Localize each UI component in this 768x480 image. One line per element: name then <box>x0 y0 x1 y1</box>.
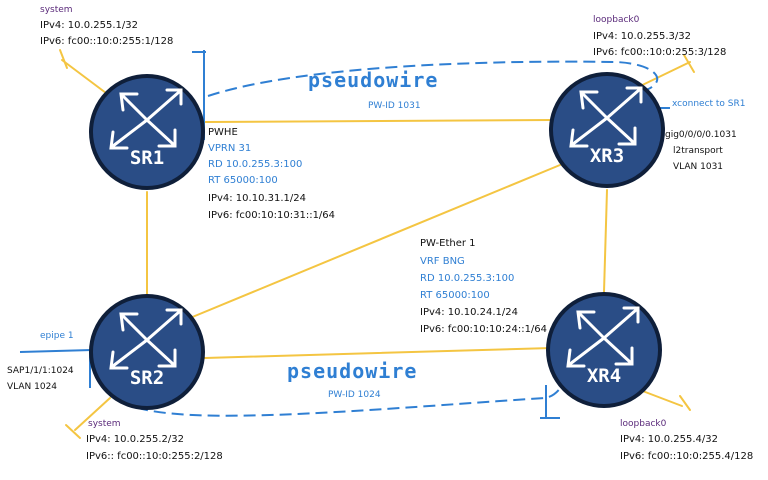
router-sr1-label: SR1 <box>130 147 164 169</box>
sr1-ipv4: IPv4: 10.0.255.1/32 <box>40 20 138 31</box>
xr3-vlan: VLAN 1031 <box>673 162 724 172</box>
link-sr2-xr3 <box>189 164 561 319</box>
xr3-name: loopback0 <box>593 15 640 25</box>
pwhe-rt: RT 65000:100 <box>208 175 278 186</box>
pwether-rd: RD 10.0.255.3:100 <box>420 273 515 284</box>
router-arrows-icon <box>109 308 183 370</box>
router-arrows-icon <box>566 306 640 368</box>
router-sr2-body <box>89 294 205 410</box>
pwether-title: PW-Ether 1 <box>420 238 476 249</box>
xr3-iface: gig0/0/0/0.1031 <box>665 130 737 140</box>
sr2-name: system <box>88 419 121 429</box>
link-sr2-xr4 <box>204 347 553 359</box>
router-arrows-icon <box>569 86 643 148</box>
router-sr2-label: SR2 <box>130 367 164 389</box>
router-xr3-label: XR3 <box>590 145 624 167</box>
stub-sr2 <box>74 397 111 431</box>
pseudowire-bottom-id: PW-ID 1024 <box>328 390 381 400</box>
link-sr1-xr3 <box>204 119 553 123</box>
pwhe-title: PWHE <box>208 127 238 138</box>
pwhe-ipv6: IPv6: fc00:10:10:31::1/64 <box>208 210 336 221</box>
sr2-ipv6: IPv6:: fc00::10:0:255:2/128 <box>86 451 223 462</box>
pseudowire-bottom-label: pseudowire <box>287 359 418 383</box>
link-xr3-xr4 <box>603 189 608 293</box>
pseudowire-top-id: PW-ID 1031 <box>368 101 421 111</box>
router-xr3: XR3 <box>549 72 665 188</box>
stub-sr1 <box>61 59 111 97</box>
pwhe-vprn: VPRN 31 <box>208 143 252 154</box>
stub-sr2-tick <box>65 424 81 439</box>
router-sr1-body <box>89 74 205 190</box>
sr2-ac-line <box>19 349 93 353</box>
sr2-epipe: epipe 1 <box>40 331 74 341</box>
pwhe-rd: RD 10.0.255.3:100 <box>208 159 303 170</box>
stub-xr4-tick <box>679 395 691 411</box>
pwhe-ipv4: IPv4: 10.10.31.1/24 <box>208 193 306 204</box>
sr1-name: system <box>40 5 73 15</box>
sr2-vlan: VLAN 1024 <box>7 382 58 392</box>
stub-xr3-tick <box>683 54 695 73</box>
xr3-ipv6: IPv6: fc00::10:0:255:3/128 <box>593 47 727 58</box>
xr4-name: loopback0 <box>620 419 667 429</box>
xr4-ipv4: IPv4: 10.0.255.4/32 <box>620 434 718 445</box>
sr2-ipv4: IPv4: 10.0.255.2/32 <box>86 434 184 445</box>
pseudowire-top-label: pseudowire <box>308 68 439 92</box>
router-sr1: SR1 <box>89 74 205 190</box>
xr3-ipv4: IPv4: 10.0.255.3/32 <box>593 31 691 42</box>
router-xr4-label: XR4 <box>587 365 621 387</box>
stub-xr4 <box>639 389 683 407</box>
router-xr4: XR4 <box>546 292 662 408</box>
xr3-l2transport: l2transport <box>673 146 723 156</box>
pwether-ipv6: IPv6: fc00:10:10:24::1/64 <box>420 324 548 335</box>
router-arrows-icon <box>109 88 183 150</box>
router-sr2: SR2 <box>89 294 205 410</box>
stub-sr1-tick <box>59 49 68 69</box>
sr2-sap: SAP1/1/1:1024 <box>7 366 74 376</box>
pseudowire-top-path <box>207 60 659 97</box>
router-xr3-body <box>549 72 665 188</box>
router-xr4-body <box>546 292 662 408</box>
sr1-ipv6: IPv6: fc00::10:0:255:1/128 <box>40 36 174 47</box>
xr3-xconnect: xconnect to SR1 <box>672 99 746 109</box>
pwether-ipv4: IPv4: 10.10.24.1/24 <box>420 307 518 318</box>
pwether-rt: RT 65000:100 <box>420 290 490 301</box>
xr4-ipv6: IPv6: fc00::10:0:255.4/128 <box>620 451 754 462</box>
pwether-vrf: VRF BNG <box>420 256 465 267</box>
